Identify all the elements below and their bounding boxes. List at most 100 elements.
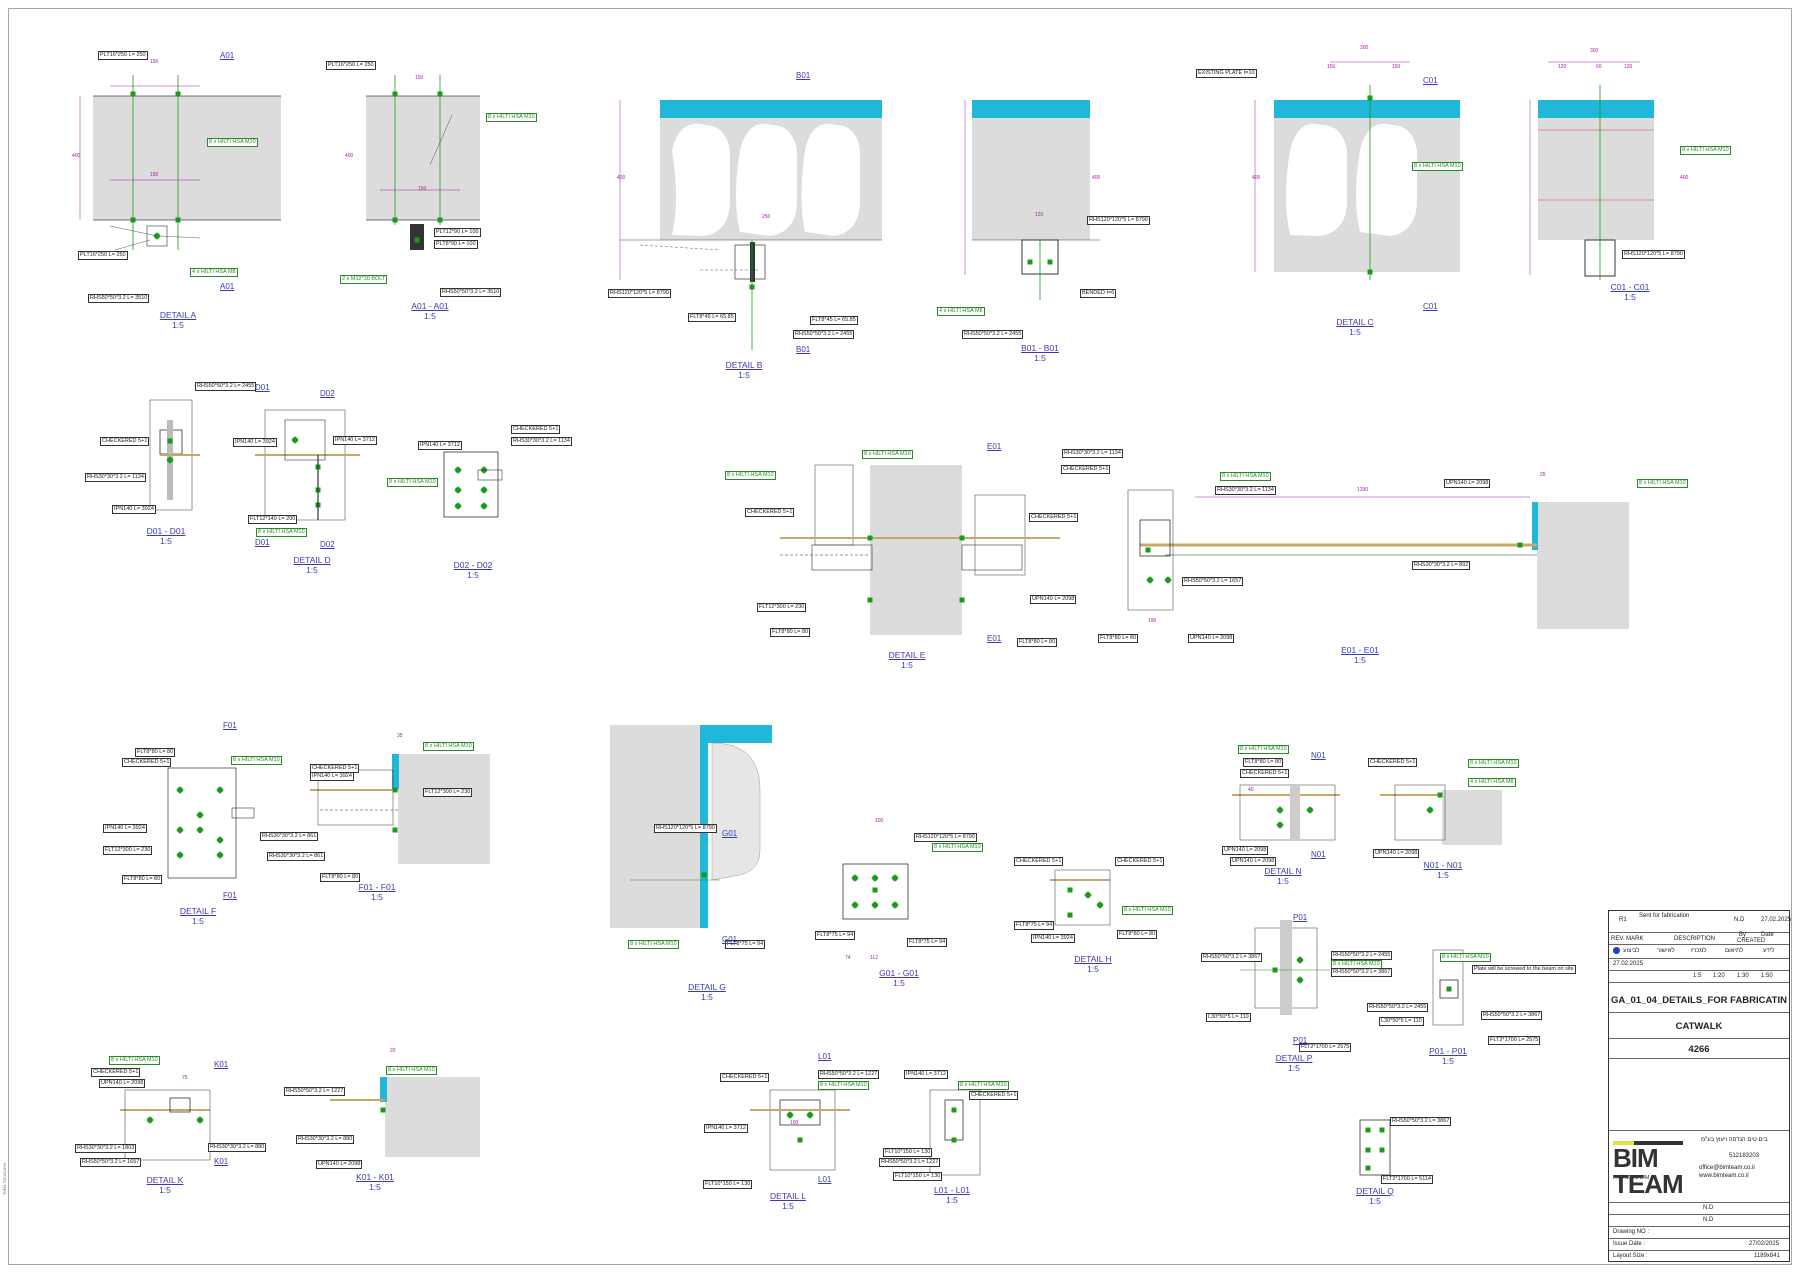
part-tag: UPN140 L= 2098 bbox=[1222, 846, 1269, 855]
status-option[interactable]: לתיאום bbox=[1725, 948, 1744, 954]
dimension: 150 bbox=[1392, 64, 1401, 70]
section-cut-l01[interactable]: L01 bbox=[818, 1175, 832, 1184]
status-option[interactable]: לביצוע bbox=[1623, 948, 1640, 954]
section-c01-drawing bbox=[1529, 61, 1654, 280]
part-tag: BENDED t=6 bbox=[1080, 289, 1117, 298]
section-d02-drawing bbox=[443, 451, 503, 518]
part-tag: L30*50*5 L= 110 bbox=[1206, 1013, 1251, 1022]
part-tag: RHS50*50*3.2 L= 3867 bbox=[1390, 1117, 1452, 1126]
section-cut-l01[interactable]: L01 bbox=[818, 1052, 832, 1061]
scale-option[interactable]: 1:5 bbox=[1693, 973, 1702, 979]
section-cut-c01[interactable]: C01 bbox=[1423, 302, 1438, 311]
dimension: 400 bbox=[1680, 175, 1689, 181]
company-website[interactable]: www.bimteam.co.il bbox=[1699, 1173, 1749, 1179]
section-cut-p01[interactable]: P01 bbox=[1293, 1036, 1308, 1045]
section-cut-f01[interactable]: F01 bbox=[223, 891, 237, 900]
col-description: DESCRIPTION bbox=[1674, 936, 1716, 942]
part-tag: FLT10*150 L= 130 bbox=[883, 1148, 933, 1157]
status-option[interactable]: למכרז bbox=[1691, 948, 1707, 954]
section-cut-g01[interactable]: G01 bbox=[722, 935, 738, 944]
section-cut-f01[interactable]: F01 bbox=[223, 721, 237, 730]
section-cut-e01[interactable]: E01 bbox=[987, 634, 1002, 643]
rev-date: 27.02.2025 bbox=[1761, 917, 1792, 923]
section-e01-drawing bbox=[1127, 489, 1629, 629]
status-radio-selected-icon[interactable] bbox=[1613, 947, 1620, 954]
status-option[interactable]: לאישור bbox=[1657, 948, 1675, 954]
section-cut-d01[interactable]: D01 bbox=[255, 538, 270, 547]
part-tag: FLT8*80 L= 80 bbox=[320, 873, 361, 882]
part-tag: RHS50*50*3.2 L= 1227 bbox=[818, 1070, 880, 1079]
section-cut-n01[interactable]: N01 bbox=[1311, 751, 1326, 760]
part-tag: CHECKERED 5+1 bbox=[100, 437, 150, 446]
part-tag: UPN140 L= 2098 bbox=[1030, 595, 1077, 604]
section-cut-b01[interactable]: B01 bbox=[796, 345, 811, 354]
company-email[interactable]: office@bimteam.co.il bbox=[1699, 1165, 1755, 1171]
section-cut-c01[interactable]: C01 bbox=[1423, 76, 1438, 85]
part-tag: CHECKERED 5+1 bbox=[91, 1068, 141, 1077]
detail-a-drawing bbox=[79, 75, 281, 251]
dimension: 300 bbox=[1360, 45, 1369, 51]
detail-f-drawing bbox=[167, 767, 255, 879]
section-cut-d01[interactable]: D01 bbox=[255, 383, 270, 392]
section-cut-b01[interactable]: B01 bbox=[796, 71, 811, 80]
scale-option[interactable]: 1:20 bbox=[1713, 973, 1725, 979]
section-cut-k01[interactable]: K01 bbox=[214, 1060, 229, 1069]
section-cut-d02[interactable]: D02 bbox=[320, 389, 335, 398]
part-tag: FLT8*75 L= 94 bbox=[815, 931, 856, 940]
dimension: 120 bbox=[1558, 64, 1567, 70]
bolt-tag: 8 x HILTI HSA M10 bbox=[932, 843, 983, 852]
notes-row bbox=[1609, 1059, 1789, 1131]
dimension: 100 bbox=[875, 818, 884, 824]
dimension: 400 bbox=[345, 153, 354, 159]
part-tag: IPN140 L= 3924 bbox=[103, 824, 147, 833]
company-row: BIM TEAM בטכנולוגית BIM בים טים הנדסה וי… bbox=[1609, 1131, 1789, 1203]
part-tag: CHECKERED 5+1 bbox=[1061, 465, 1111, 474]
scale-option[interactable]: 1:50 bbox=[1761, 973, 1773, 979]
section-cut-e01[interactable]: E01 bbox=[987, 442, 1002, 451]
bolt-tag: 8 x HILTI HSA M10 bbox=[109, 1056, 160, 1065]
section-cut-d02[interactable]: D02 bbox=[320, 540, 335, 549]
section-cut-g01[interactable]: G01 bbox=[722, 829, 738, 838]
part-tag: RHS120*120*5 L= 8790 bbox=[608, 289, 671, 298]
detail-h-drawing bbox=[1050, 869, 1111, 926]
part-tag: UPN140 L= 2098 bbox=[316, 1160, 363, 1169]
status-option[interactable]: לידע bbox=[1763, 948, 1775, 954]
scale-row: 1:5 1:20 1:30 1:50 bbox=[1609, 971, 1789, 983]
part-tag: CHECKERED 5+1 bbox=[1029, 513, 1079, 522]
part-tag: IPN140 L= 3712 bbox=[904, 1070, 948, 1079]
section-cut-n01[interactable]: N01 bbox=[1311, 850, 1326, 859]
scale-option[interactable]: 1:30 bbox=[1737, 973, 1749, 979]
section-cut-a01[interactable]: A01 bbox=[220, 282, 235, 291]
section-cut-p01[interactable]: P01 bbox=[1293, 913, 1308, 922]
part-tag: RHS50*50*3.2 L= 2455 bbox=[195, 382, 257, 391]
dimension: 112 bbox=[870, 955, 878, 961]
part-tag: FLT8*45 L= 65.85 bbox=[810, 316, 858, 325]
section-cut-a01[interactable]: A01 bbox=[220, 51, 235, 60]
section-cut-k01[interactable]: K01 bbox=[214, 1157, 229, 1166]
